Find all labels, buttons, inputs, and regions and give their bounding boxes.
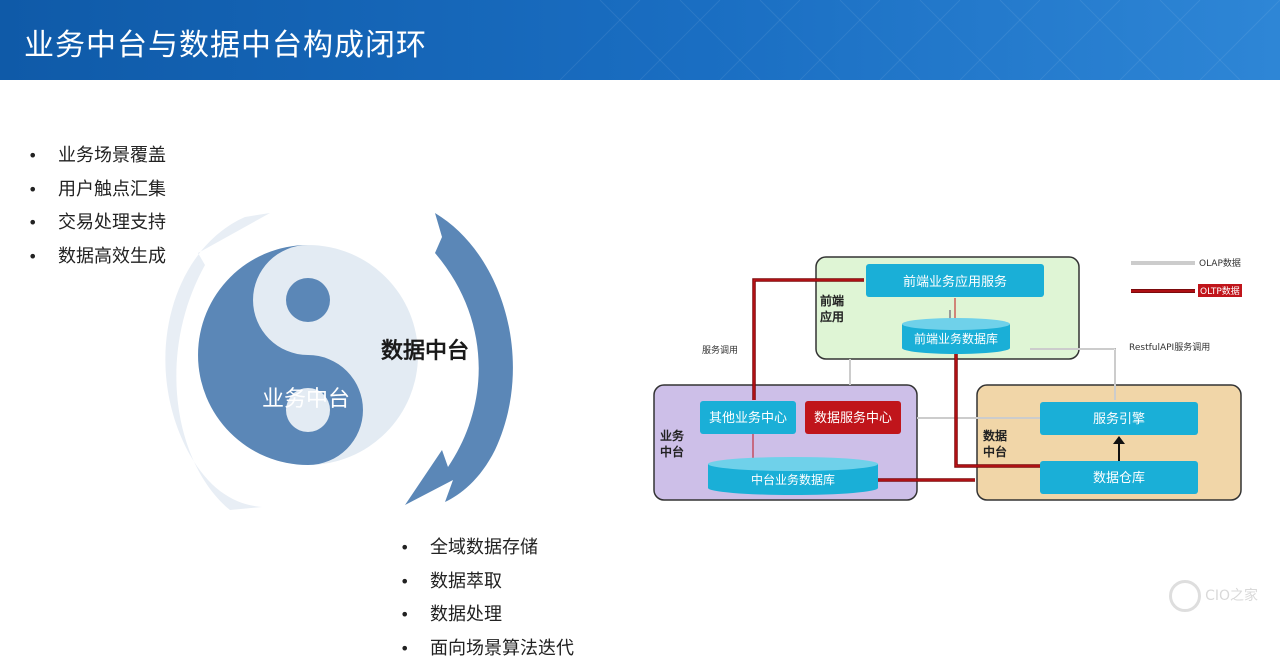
- other-biz-center-box: 其他业务中心: [709, 410, 787, 426]
- list-item: 用户触点汇集: [28, 173, 166, 207]
- frontend-group-label: 前端应用: [820, 293, 844, 324]
- restful-call-label: RestfulAPI服务调用: [1129, 341, 1210, 353]
- list-item: 数据高效生成: [28, 240, 166, 274]
- data-group-label: 数据中台: [983, 428, 1007, 459]
- business-group-label: 业务中台: [660, 428, 685, 459]
- data-midplatform-label: 数据中台: [381, 339, 470, 364]
- header-pattern: [559, 0, 1280, 80]
- frontend-service-box: 前端业务应用服务: [903, 274, 1007, 290]
- data-warehouse-box: 数据仓库: [1093, 470, 1145, 486]
- list-item: 数据处理: [400, 598, 574, 632]
- service-call-label: 服务调用: [702, 344, 738, 356]
- svg-text:中台业务数据库: 中台业务数据库: [751, 472, 835, 487]
- watermark: CIO之家: [1169, 580, 1258, 612]
- svg-text:OLTP数据: OLTP数据: [1200, 285, 1240, 297]
- list-item: 全域数据存储: [400, 531, 574, 565]
- header-banner: 业务中台与数据中台构成闭环: [0, 0, 1280, 80]
- list-item: 业务场景覆盖: [28, 139, 166, 173]
- cycle-arrow-left-icon: [165, 213, 270, 510]
- list-item: 面向场景算法迭代: [400, 632, 574, 666]
- svg-text:OLAP数据: OLAP数据: [1199, 257, 1241, 269]
- page-title: 业务中台与数据中台构成闭环: [24, 28, 427, 63]
- cycle-arrow-right-icon: [405, 213, 513, 505]
- svg-text:前端业务数据库: 前端业务数据库: [914, 331, 998, 346]
- data-service-center-box: 数据服务中心: [814, 410, 892, 426]
- business-midplatform-label: 业务中台: [262, 387, 351, 412]
- service-engine-box: 服务引擎: [1093, 411, 1145, 427]
- watermark-logo-icon: [1169, 580, 1202, 612]
- midplatform-db-cylinder: 中台业务数据库: [708, 457, 878, 495]
- yinyang-diagram: [165, 213, 513, 510]
- data-bullet-list: 全域数据存储 数据萃取 数据处理 面向场景算法迭代: [400, 531, 574, 665]
- frontend-db-cylinder: 前端业务数据库: [902, 318, 1010, 354]
- business-bullet-list: 业务场景覆盖 用户触点汇集 交易处理支持 数据高效生成: [28, 139, 166, 273]
- legend: OLAP数据 OLTP数据: [1131, 257, 1242, 297]
- architecture-diagram: 前端应用 业务中台 数据中台 前端业务应用服务 前端业务数据库 其他业务中心 数…: [653, 256, 1242, 501]
- list-item: 数据萃取: [400, 565, 574, 599]
- list-item: 交易处理支持: [28, 206, 166, 240]
